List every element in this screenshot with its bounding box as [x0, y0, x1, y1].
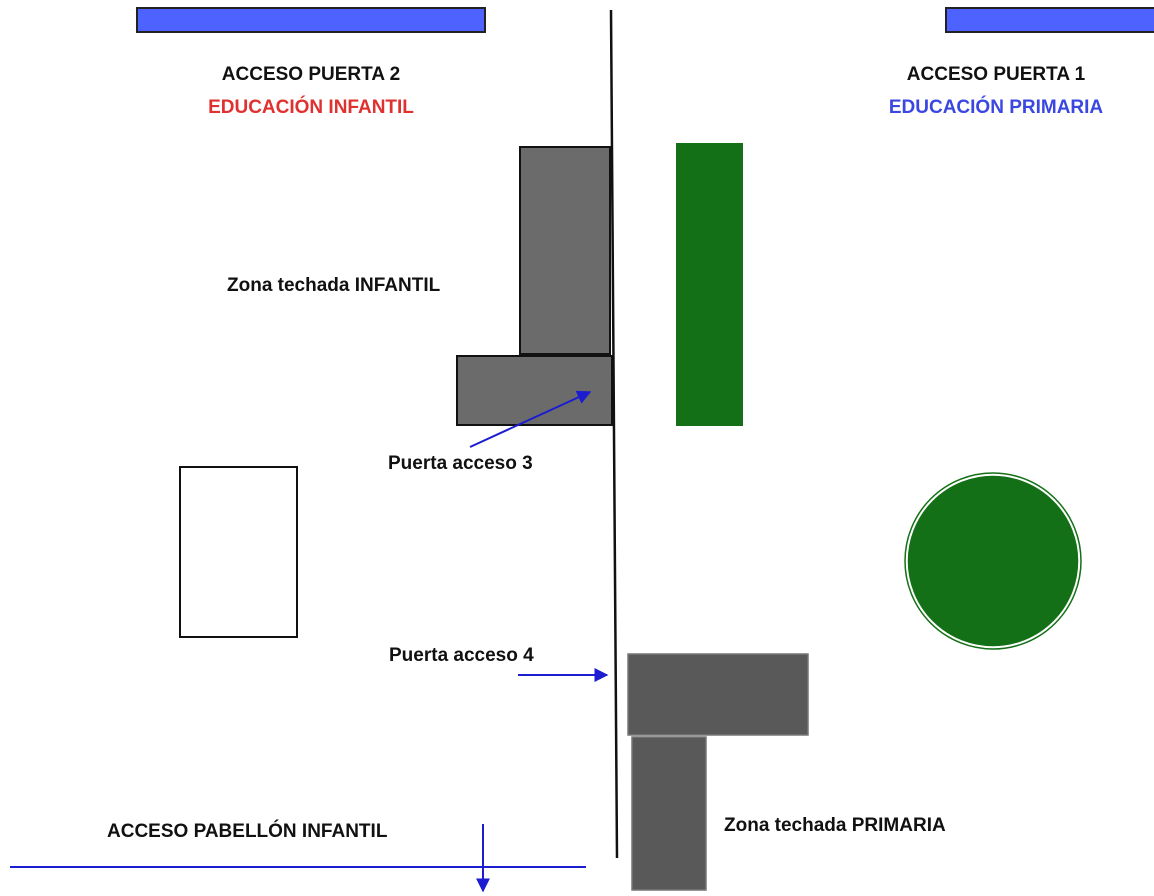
primary-covered-area-label: Zona techada PRIMARIA [724, 815, 946, 836]
infant-covered-area-upper [519, 146, 611, 355]
infant-outline-area [179, 466, 298, 638]
access-door-3-label: Puerta acceso 3 [388, 453, 533, 474]
green-area-rectangle [676, 143, 743, 426]
dividing-wall [609, 9, 619, 859]
access-door-4-label: Puerta acceso 4 [389, 645, 534, 666]
primary-covered-area-upper [627, 653, 809, 736]
access-door-3-arrow [469, 390, 592, 448]
gate-2-bar [136, 7, 486, 33]
green-area-circle [906, 474, 1080, 648]
primary-education-label: EDUCACIÓN PRIMARIA [889, 96, 1104, 118]
access-gate-1-label: ACCESO PUERTA 1 [907, 64, 1086, 85]
gate-1-bar [945, 7, 1154, 33]
pavilion-access-label: ACCESO PABELLÓN INFANTIL [107, 820, 388, 842]
primary-covered-area-lower [631, 736, 707, 891]
infant-covered-area-lower [456, 355, 613, 426]
infant-education-label: EDUCACIÓN INFANTIL [208, 96, 414, 118]
infant-covered-area-label: Zona techada INFANTIL [227, 275, 441, 296]
access-gate-2-label: ACCESO PUERTA 2 [222, 64, 400, 85]
green-area-circle-outline [904, 472, 1082, 650]
